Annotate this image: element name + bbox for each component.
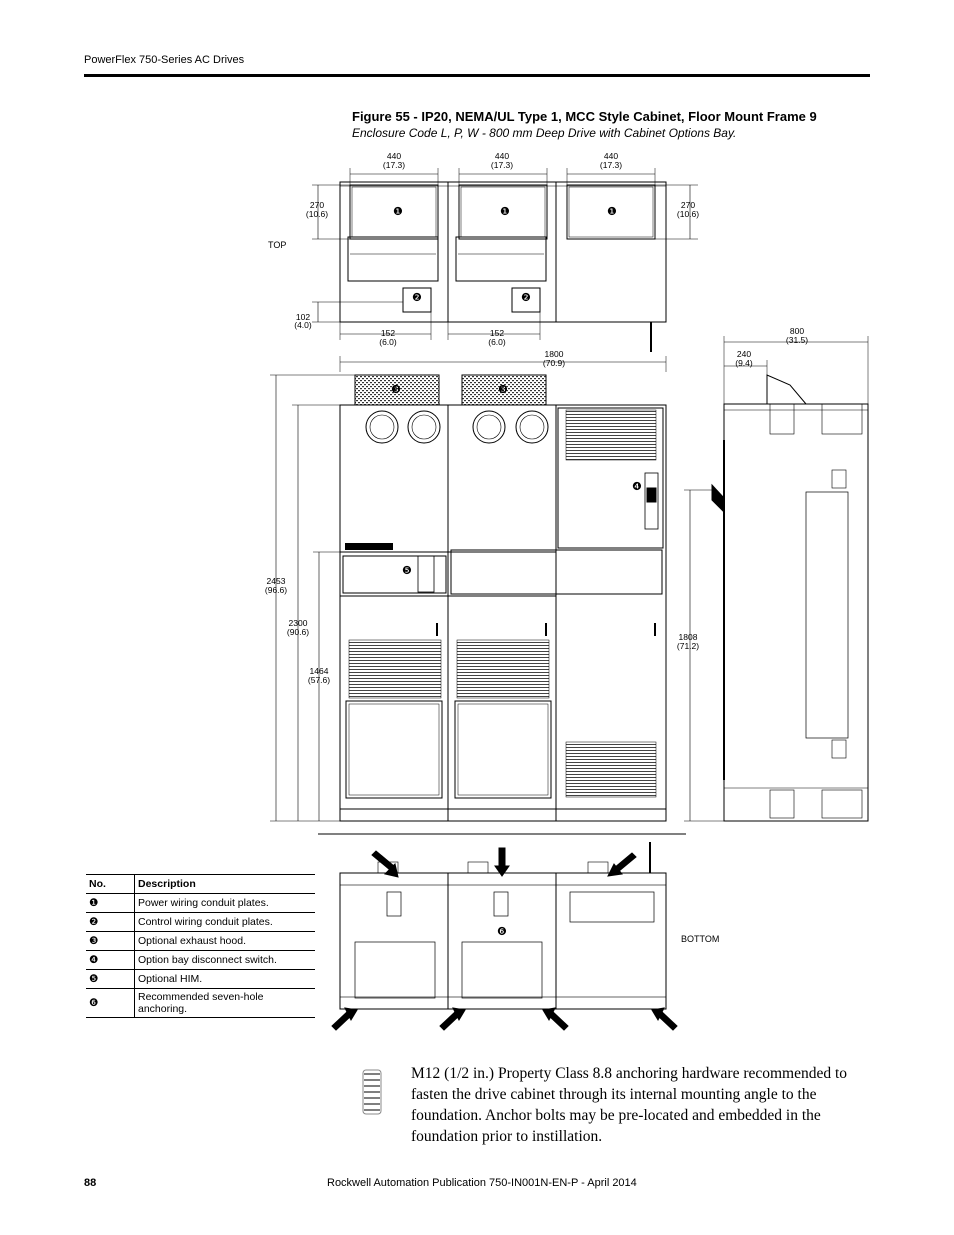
dim-800-in: (31.5) bbox=[786, 335, 808, 345]
dim-440-a-in: (17.3) bbox=[383, 160, 405, 170]
dim-152-a-in: (6.0) bbox=[379, 337, 397, 347]
callout-4: ❹ bbox=[632, 481, 642, 493]
legend-description: Optional HIM. bbox=[134, 969, 315, 989]
callout-3a: ❸ bbox=[391, 384, 401, 396]
anchor-arrows bbox=[331, 847, 678, 1031]
dim-152-b-in: (6.0) bbox=[488, 337, 506, 347]
dim-102-in: (4.0) bbox=[294, 320, 312, 330]
dim-240: 240 bbox=[737, 349, 751, 359]
dim-270-left: 270 bbox=[310, 200, 324, 210]
callout-5: ❺ bbox=[402, 565, 412, 577]
legend-no: ❻ bbox=[86, 988, 135, 1018]
brand-logo bbox=[345, 543, 393, 550]
dim-440-c-in: (17.3) bbox=[600, 160, 622, 170]
dim-1800-in: (70.9) bbox=[543, 358, 565, 368]
publication-footer: Rockwell Automation Publication 750-IN00… bbox=[327, 1177, 637, 1189]
side-view bbox=[684, 336, 869, 822]
top-view-label: TOP bbox=[268, 240, 286, 250]
legend-description: Control wiring conduit plates. bbox=[134, 912, 315, 932]
dim-1808-in: (71.2) bbox=[677, 641, 699, 651]
legend-description: Option bay disconnect switch. bbox=[134, 950, 315, 970]
running-header: PowerFlex 750-Series AC Drives bbox=[84, 54, 245, 66]
page-number: 88 bbox=[84, 1177, 97, 1189]
callout-3b: ❸ bbox=[498, 384, 508, 396]
dim-1800: 1800 bbox=[545, 349, 564, 359]
header-rule bbox=[84, 74, 870, 77]
legend-description: Recommended seven-hole anchoring. bbox=[134, 988, 315, 1018]
dim-1808: 1808 bbox=[679, 632, 698, 642]
dim-440-c: 440 bbox=[604, 151, 618, 161]
callout-1b: ❶ bbox=[500, 206, 510, 218]
dim-102: 102 bbox=[296, 312, 310, 322]
figure-subtitle: Enclosure Code L, P, W - 800 mm Deep Dri… bbox=[352, 126, 737, 140]
legend-no: ❸ bbox=[86, 931, 135, 951]
top-view bbox=[312, 168, 698, 352]
dim-270-right: 270 bbox=[681, 200, 695, 210]
dim-270-right-in: (10.6) bbox=[677, 209, 699, 219]
dim-440-b: 440 bbox=[495, 151, 509, 161]
callout-1a: ❶ bbox=[393, 206, 403, 218]
front-view bbox=[270, 356, 667, 822]
legend-header-description: Description bbox=[134, 874, 315, 894]
legend-no: ❺ bbox=[86, 969, 135, 989]
legend-header-no: No. bbox=[86, 874, 135, 894]
dim-152-a: 152 bbox=[381, 328, 395, 338]
legend-no: ❷ bbox=[86, 912, 135, 932]
dim-440-a: 440 bbox=[387, 151, 401, 161]
figure-title: Figure 55 - IP20, NEMA/UL Type 1, MCC St… bbox=[352, 109, 817, 124]
dim-152-b: 152 bbox=[490, 328, 504, 338]
dim-270-left-in: (10.6) bbox=[306, 209, 328, 219]
legend-description: Power wiring conduit plates. bbox=[134, 893, 315, 913]
legend-description: Optional exhaust hood. bbox=[134, 931, 315, 951]
callout-2a: ❷ bbox=[412, 292, 422, 304]
dim-440-b-in: (17.3) bbox=[491, 160, 513, 170]
dim-800: 800 bbox=[790, 326, 804, 336]
callout-2b: ❷ bbox=[521, 292, 531, 304]
bottom-view-label: BOTTOM bbox=[681, 934, 719, 944]
callout-6: ❻ bbox=[497, 926, 507, 938]
legend-no: ❶ bbox=[86, 893, 135, 913]
bolt-icon bbox=[362, 1069, 382, 1115]
callout-1c: ❶ bbox=[607, 206, 617, 218]
legend-no: ❹ bbox=[86, 950, 135, 970]
anchoring-note: M12 (1/2 in.) Property Class 8.8 anchori… bbox=[411, 1065, 848, 1145]
dim-240-in: (9.4) bbox=[735, 358, 753, 368]
